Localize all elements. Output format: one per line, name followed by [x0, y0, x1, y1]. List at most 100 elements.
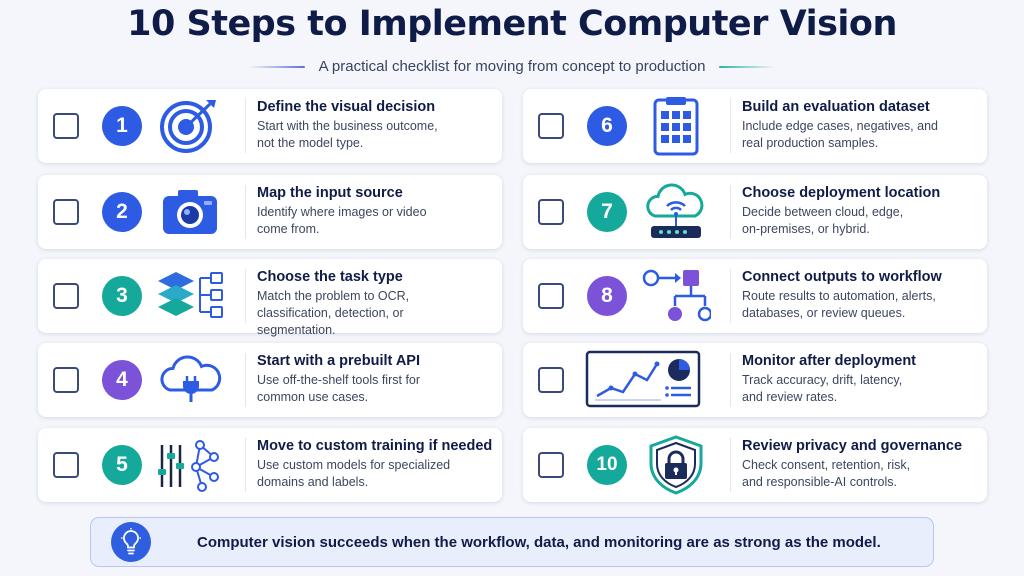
lightbulb-icon	[111, 522, 151, 562]
step-title: Start with a prebuilt API	[257, 353, 421, 369]
step-description-line: databases, or review queues.	[742, 306, 906, 320]
card-divider	[730, 269, 731, 323]
step-number-badge: 5	[102, 445, 142, 485]
workflow-icon	[641, 266, 713, 326]
step-description: Start with the business outcome, not the …	[257, 118, 497, 152]
subtitle-line-left	[248, 65, 305, 68]
step-checkbox-3[interactable]	[53, 283, 79, 309]
step-description: Route results to automation, alerts, data…	[742, 288, 982, 322]
page-subtitle: A practical checklist for moving from co…	[318, 58, 706, 75]
step-description-line: Use custom models for specialized	[257, 458, 451, 472]
cloud-plug-icon	[156, 350, 226, 410]
card-divider	[245, 185, 246, 239]
step-checkbox-2[interactable]	[53, 199, 79, 225]
layers-icon	[156, 266, 226, 326]
footer-text: Computer vision succeeds when the workfl…	[197, 533, 881, 551]
step-description-line: common use cases.	[257, 390, 369, 404]
step-title: Choose the task type	[257, 269, 403, 285]
target-icon	[156, 96, 226, 156]
step-description-line: Route results to automation, alerts,	[742, 289, 936, 303]
step-title: Choose deployment location	[742, 185, 941, 201]
card-divider	[730, 438, 731, 492]
card-divider	[245, 353, 246, 407]
step-title: Map the input source	[257, 185, 403, 201]
step-title: Monitor after deployment	[742, 353, 917, 369]
step-number-badge: 4	[102, 360, 142, 400]
step-description-line: Decide between cloud, edge,	[742, 205, 904, 219]
step-description-line: Start with the business outcome,	[257, 119, 438, 133]
step-description: Check consent, retention, risk, and respo…	[742, 457, 982, 491]
step-checkbox-8[interactable]	[538, 283, 564, 309]
step-description: Track accuracy, drift, latency, and revie…	[742, 372, 982, 406]
step-description-line: not the model type.	[257, 136, 364, 150]
step-description: Include edge cases, negatives, and real p…	[742, 118, 982, 152]
step-description: Use custom models for specialized domains…	[257, 457, 497, 491]
step-description-line: and review rates.	[742, 390, 838, 404]
step-card-4: 4 Start with a prebuilt API Use off-the-s…	[38, 343, 502, 417]
step-number-badge: 6	[587, 106, 627, 146]
footer-banner: Computer vision succeeds when the workfl…	[90, 517, 934, 567]
page-title: 10 Steps to Implement Computer Vision	[127, 4, 897, 44]
step-description-line: segmentation.	[257, 323, 336, 337]
step-number-badge: 1	[102, 106, 142, 146]
step-description-line: Track accuracy, drift, latency,	[742, 373, 903, 387]
step-checkbox-6[interactable]	[538, 113, 564, 139]
step-description-line: Include edge cases, negatives, and	[742, 119, 938, 133]
step-description: Decide between cloud, edge, on-premises, …	[742, 204, 982, 238]
card-divider	[245, 438, 246, 492]
card-divider	[730, 353, 731, 407]
card-divider	[245, 99, 246, 153]
step-description-line: on-premises, or hybrid.	[742, 222, 870, 236]
step-number-badge: 2	[102, 192, 142, 232]
step-title: Build an evaluation dataset	[742, 99, 930, 115]
card-divider	[730, 99, 731, 153]
step-number-badge: 10	[587, 445, 627, 485]
subtitle-row: A practical checklist for moving from co…	[0, 58, 1024, 75]
subtitle-line-right	[719, 65, 776, 68]
step-checkbox-1[interactable]	[53, 113, 79, 139]
step-description-line: Identify where images or video	[257, 205, 427, 219]
camera-icon	[156, 182, 226, 242]
step-description-line: Use off-the-shelf tools first for	[257, 373, 421, 387]
step-number-badge: 7	[587, 192, 627, 232]
step-checkbox-4[interactable]	[53, 367, 79, 393]
step-description-line: come from.	[257, 222, 320, 236]
step-number-badge: 3	[102, 276, 142, 316]
step-checkbox-7[interactable]	[538, 199, 564, 225]
step-text: Start with a prebuilt API Use off-the-she…	[257, 353, 497, 406]
shield-lock-icon	[641, 435, 711, 495]
step-checkbox-9[interactable]	[538, 367, 564, 393]
clipboard-grid-icon	[641, 96, 711, 156]
step-checkbox-10[interactable]	[538, 452, 564, 478]
sliders-network-icon	[156, 435, 226, 495]
step-description-line: Match the problem to OCR,	[257, 289, 410, 303]
step-description-line: Check consent, retention, risk,	[742, 458, 911, 472]
step-title: Define the visual decision	[257, 99, 436, 115]
step-description-line: and responsible-AI controls.	[742, 475, 897, 489]
step-title: Connect outputs to workflow	[742, 269, 942, 285]
dashboard-icon	[585, 350, 703, 410]
step-description: Match the problem to OCR,classification,…	[257, 288, 497, 339]
step-description-line: real production samples.	[742, 136, 879, 150]
step-description: Identify where images or video come from.	[257, 204, 497, 238]
step-number-badge: 8	[587, 276, 627, 316]
step-title: Review privacy and governance	[742, 438, 963, 454]
step-checkbox-5[interactable]	[53, 452, 79, 478]
step-description-line: domains and labels.	[257, 475, 369, 489]
